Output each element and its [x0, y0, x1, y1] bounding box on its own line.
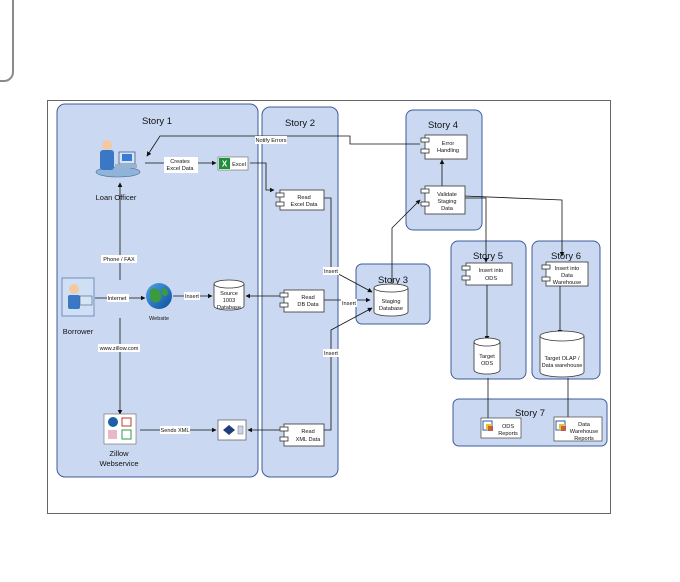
- excel-file-icon: X Excel: [217, 156, 249, 171]
- loan-officer-label: Loan Officer: [96, 193, 137, 202]
- ods-reports-node: ODS Reports: [480, 417, 522, 439]
- insert-ods-line1: Insert into: [479, 268, 504, 274]
- validate-component: Validate Staging Data: [420, 185, 466, 215]
- report-icon: [482, 420, 493, 431]
- target-olap-database: Target OLAP / Data warehouse: [539, 330, 585, 378]
- label-sends-xml: Sends XML: [161, 428, 190, 434]
- story-7-title: Story 7: [515, 408, 545, 419]
- read-excel-line1: Read: [297, 195, 310, 201]
- label-internet: Internet: [108, 296, 127, 302]
- error-handling-component: Error Handling: [420, 134, 468, 160]
- source-db-line3: Database: [217, 305, 241, 311]
- label-creates-line2: Excel Data: [166, 166, 194, 172]
- xml-document-icon: [217, 419, 247, 441]
- source-db-line1: Source: [220, 291, 238, 297]
- insert-dw-line2: Data: [561, 273, 574, 279]
- dw-reports-line1: Data: [578, 422, 591, 428]
- label-insert-xml: Insert: [324, 351, 338, 357]
- label-insert-excel: Insert: [324, 269, 338, 275]
- borrower-label: Borrower: [63, 327, 94, 336]
- target-ods-line2: ODS: [481, 361, 493, 367]
- source-db-line2: 1003: [223, 298, 235, 304]
- dw-reports-line2: Warehouse: [570, 429, 598, 435]
- edge-validate-insert-dw: [463, 195, 565, 257]
- insert-ods-component: Insert into ODS: [461, 262, 513, 286]
- source-database: Source 1003 Database: [213, 279, 245, 311]
- edge-validate-insert-ods: [464, 197, 489, 263]
- read-excel-line2: Excel Data: [290, 202, 318, 208]
- edge-notify-errors: [146, 135, 420, 157]
- edge-insert-xml: [324, 307, 373, 431]
- read-db-line1: Read: [301, 295, 314, 301]
- read-xml-line2: XML Data: [296, 437, 322, 443]
- insert-dw-line3: Warehouse: [553, 280, 581, 286]
- zillow-label-line2: Webservice: [99, 459, 138, 468]
- report-icon: [555, 420, 566, 431]
- staging-database: Staging Database: [373, 283, 409, 317]
- dw-reports-line3: Reports: [574, 436, 594, 442]
- read-db-line2: DB Data: [297, 302, 319, 308]
- edge-insert-excel: [323, 197, 373, 293]
- website-label: Website: [149, 316, 169, 322]
- story-5-title: Story 5: [473, 251, 503, 262]
- ods-reports-line1: ODS: [502, 424, 514, 430]
- window-tab-stub: [0, 0, 14, 82]
- excel-label: Excel: [232, 162, 246, 168]
- svg-text:X: X: [222, 160, 228, 169]
- target-olap-line2: Data warehouse: [542, 363, 583, 369]
- globe-icon: [146, 283, 172, 309]
- story-2-title: Story 2: [285, 118, 315, 129]
- insert-dw-line1: Insert into: [555, 266, 580, 272]
- staging-db-line2: Database: [379, 306, 403, 312]
- validate-line3: Data: [441, 206, 454, 212]
- story-1-title: Story 1: [142, 116, 172, 127]
- target-olap-line1: Target OLAP /: [544, 356, 579, 362]
- read-excel-component: Read Excel Data: [275, 189, 325, 211]
- staging-db-line1: Staging: [382, 299, 401, 305]
- label-phone-fax: Phone / FAX: [103, 257, 135, 263]
- read-db-component: Read DB Data: [279, 289, 325, 313]
- error-handling-line2: Handling: [437, 148, 459, 154]
- story-6-title: Story 6: [551, 251, 581, 262]
- story-4-title: Story 4: [428, 120, 458, 131]
- read-xml-line1: Read: [301, 429, 314, 435]
- label-creates-line1: Creates: [170, 159, 190, 165]
- borrower-icon: [61, 277, 95, 317]
- zillow-webservice-icon: [103, 413, 137, 445]
- zillow-label-line1: Zillow: [109, 449, 129, 458]
- label-website-insert: Insert: [185, 294, 199, 300]
- story-3-title: Story 3: [378, 275, 408, 286]
- error-handling-line1: Error: [442, 141, 455, 147]
- validate-line1: Validate: [437, 192, 457, 198]
- label-notify-errors: Notify Errors: [255, 138, 286, 144]
- edge-staging-validate: [391, 199, 421, 286]
- validate-line2: Staging: [438, 199, 457, 205]
- read-xml-component: Read XML Data: [279, 423, 325, 447]
- insert-dw-component: Insert into Data Warehouse: [541, 261, 589, 287]
- edge-excel-to-read: [250, 162, 275, 193]
- dw-reports-node: Data Warehouse Reports: [553, 416, 603, 442]
- insert-ods-line2: ODS: [485, 276, 497, 282]
- ods-reports-line2: Reports: [498, 431, 518, 437]
- target-ods-database: Target ODS: [473, 337, 501, 375]
- label-www-zillow: www.zillow.com: [99, 346, 139, 352]
- label-insert-db: Insert: [342, 301, 356, 307]
- target-ods-line1: Target: [479, 354, 495, 360]
- loan-officer-icon: [95, 140, 141, 178]
